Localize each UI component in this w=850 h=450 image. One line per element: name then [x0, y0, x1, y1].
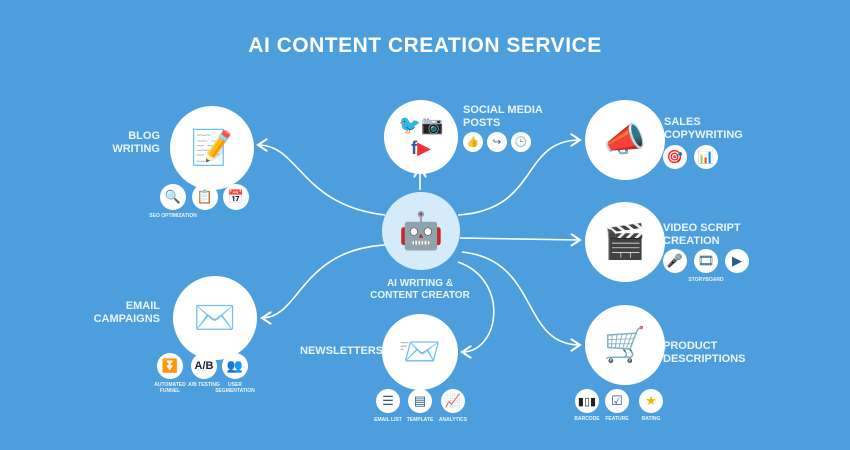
video-script-node: 🎬 — [585, 202, 665, 282]
center-label-line1: AI WRITING & — [386, 278, 454, 289]
page-title: AI CONTENT CREATION SERVICE — [248, 34, 602, 57]
newsletter-envelope-icon: 📨 — [398, 333, 442, 371]
clock-icon: 🕒 — [511, 132, 531, 152]
email-list-label: EMAIL LIST — [374, 417, 402, 423]
calendar-icon: 📅 — [223, 184, 249, 210]
arrow-email — [262, 244, 386, 318]
arrow-product — [461, 251, 580, 345]
arrow-blog — [258, 145, 386, 216]
social-media-node: 🐦📷f▶ — [384, 100, 458, 174]
storyboard-label: STORYBOARD — [688, 277, 724, 283]
cart-tag-icon: 🛒 — [603, 326, 647, 364]
arrow-sales — [457, 140, 580, 216]
blog-label-line2: WRITING — [112, 143, 160, 155]
center-label-line2: CONTENT CREATOR — [370, 290, 470, 301]
template-label: TEMPLATE — [406, 417, 434, 423]
email-label-line2: CAMPAIGNS — [93, 313, 160, 325]
analytics-label: ANALYTICS — [438, 417, 468, 423]
analytics-icon: 📈 — [441, 389, 465, 413]
microphone-icon: 🎤 — [663, 249, 687, 273]
sales-label-line1: SALES — [664, 116, 701, 128]
ab-testing-icon: A/B — [191, 353, 217, 379]
barcode-icon: ▮▯▮ — [575, 389, 599, 413]
checklist-icon: ☑ — [605, 389, 629, 413]
clipboard-icon: 📋 — [192, 184, 218, 210]
storyboard-icon: 🎞 — [694, 249, 718, 273]
ab-label: A/B TESTING — [188, 382, 220, 388]
clapperboard-icon: 🎬 — [603, 223, 647, 261]
target-icon: 🎯 — [663, 145, 687, 169]
video-label-line2: CREATION — [663, 235, 720, 247]
email-campaigns-node: ✉️ — [173, 276, 257, 360]
funnel-label: AUTOMATED FUNNEL — [154, 382, 186, 394]
rating-label: RATING — [641, 416, 661, 422]
megaphone-dollar-icon: 📣 — [603, 121, 647, 159]
instagram-icon: 📷 — [421, 115, 444, 135]
like-icon: 👍 — [463, 132, 483, 152]
email-list-icon: ☰ — [376, 389, 400, 413]
ai-creator-node: 🤖 — [382, 192, 460, 270]
social-label-line1: SOCIAL MEDIA — [463, 104, 543, 116]
seo-label: SEO OPTIMIZATION — [149, 213, 197, 219]
search-icon: 🔍 — [160, 184, 186, 210]
product-descriptions-node: 🛒 — [585, 305, 665, 385]
feature-label: FEATURE — [605, 416, 629, 422]
newsletters-label: NEWSLETTERS — [300, 345, 384, 357]
arrow-newsletters — [457, 261, 495, 352]
funnel-icon: ⏬ — [157, 353, 183, 379]
email-label-line1: EMAIL — [125, 300, 160, 312]
envelopes-icon: ✉️ — [193, 299, 237, 337]
segmentation-label: USER SEGMENTATION — [215, 382, 255, 394]
twitter-icon: 🐦 — [398, 115, 421, 135]
product-label-line1: PRODUCT — [663, 340, 718, 352]
sales-label-line2: COPYWRITING — [664, 129, 743, 141]
blog-writing-node: 📝 — [170, 106, 254, 190]
share-icon: ↪ — [487, 132, 507, 152]
video-label-line1: VIDEO SCRIPT — [663, 222, 741, 234]
sales-copywriting-node: 📣 — [585, 100, 665, 180]
newsletters-node: 📨 — [382, 314, 458, 390]
growth-chart-icon: 📊 — [694, 145, 718, 169]
users-icon: 👥 — [222, 353, 248, 379]
barcode-label: BARCODE — [574, 416, 600, 422]
arrow-video — [459, 238, 580, 240]
youtube-icon: ▶ — [417, 138, 431, 158]
social-label-line2: POSTS — [463, 117, 501, 129]
facebook-icon: f — [411, 138, 418, 158]
robot-icon: 🤖 — [398, 210, 444, 251]
product-label-line2: DESCRIPTIONS — [663, 353, 746, 365]
template-icon: ▤ — [408, 389, 432, 413]
notebook-pen-icon: 📝 — [190, 129, 234, 167]
video-play-icon: ▶ — [725, 249, 749, 273]
star-icon: ★ — [639, 389, 663, 413]
blog-label-line1: BLOG — [128, 130, 160, 142]
